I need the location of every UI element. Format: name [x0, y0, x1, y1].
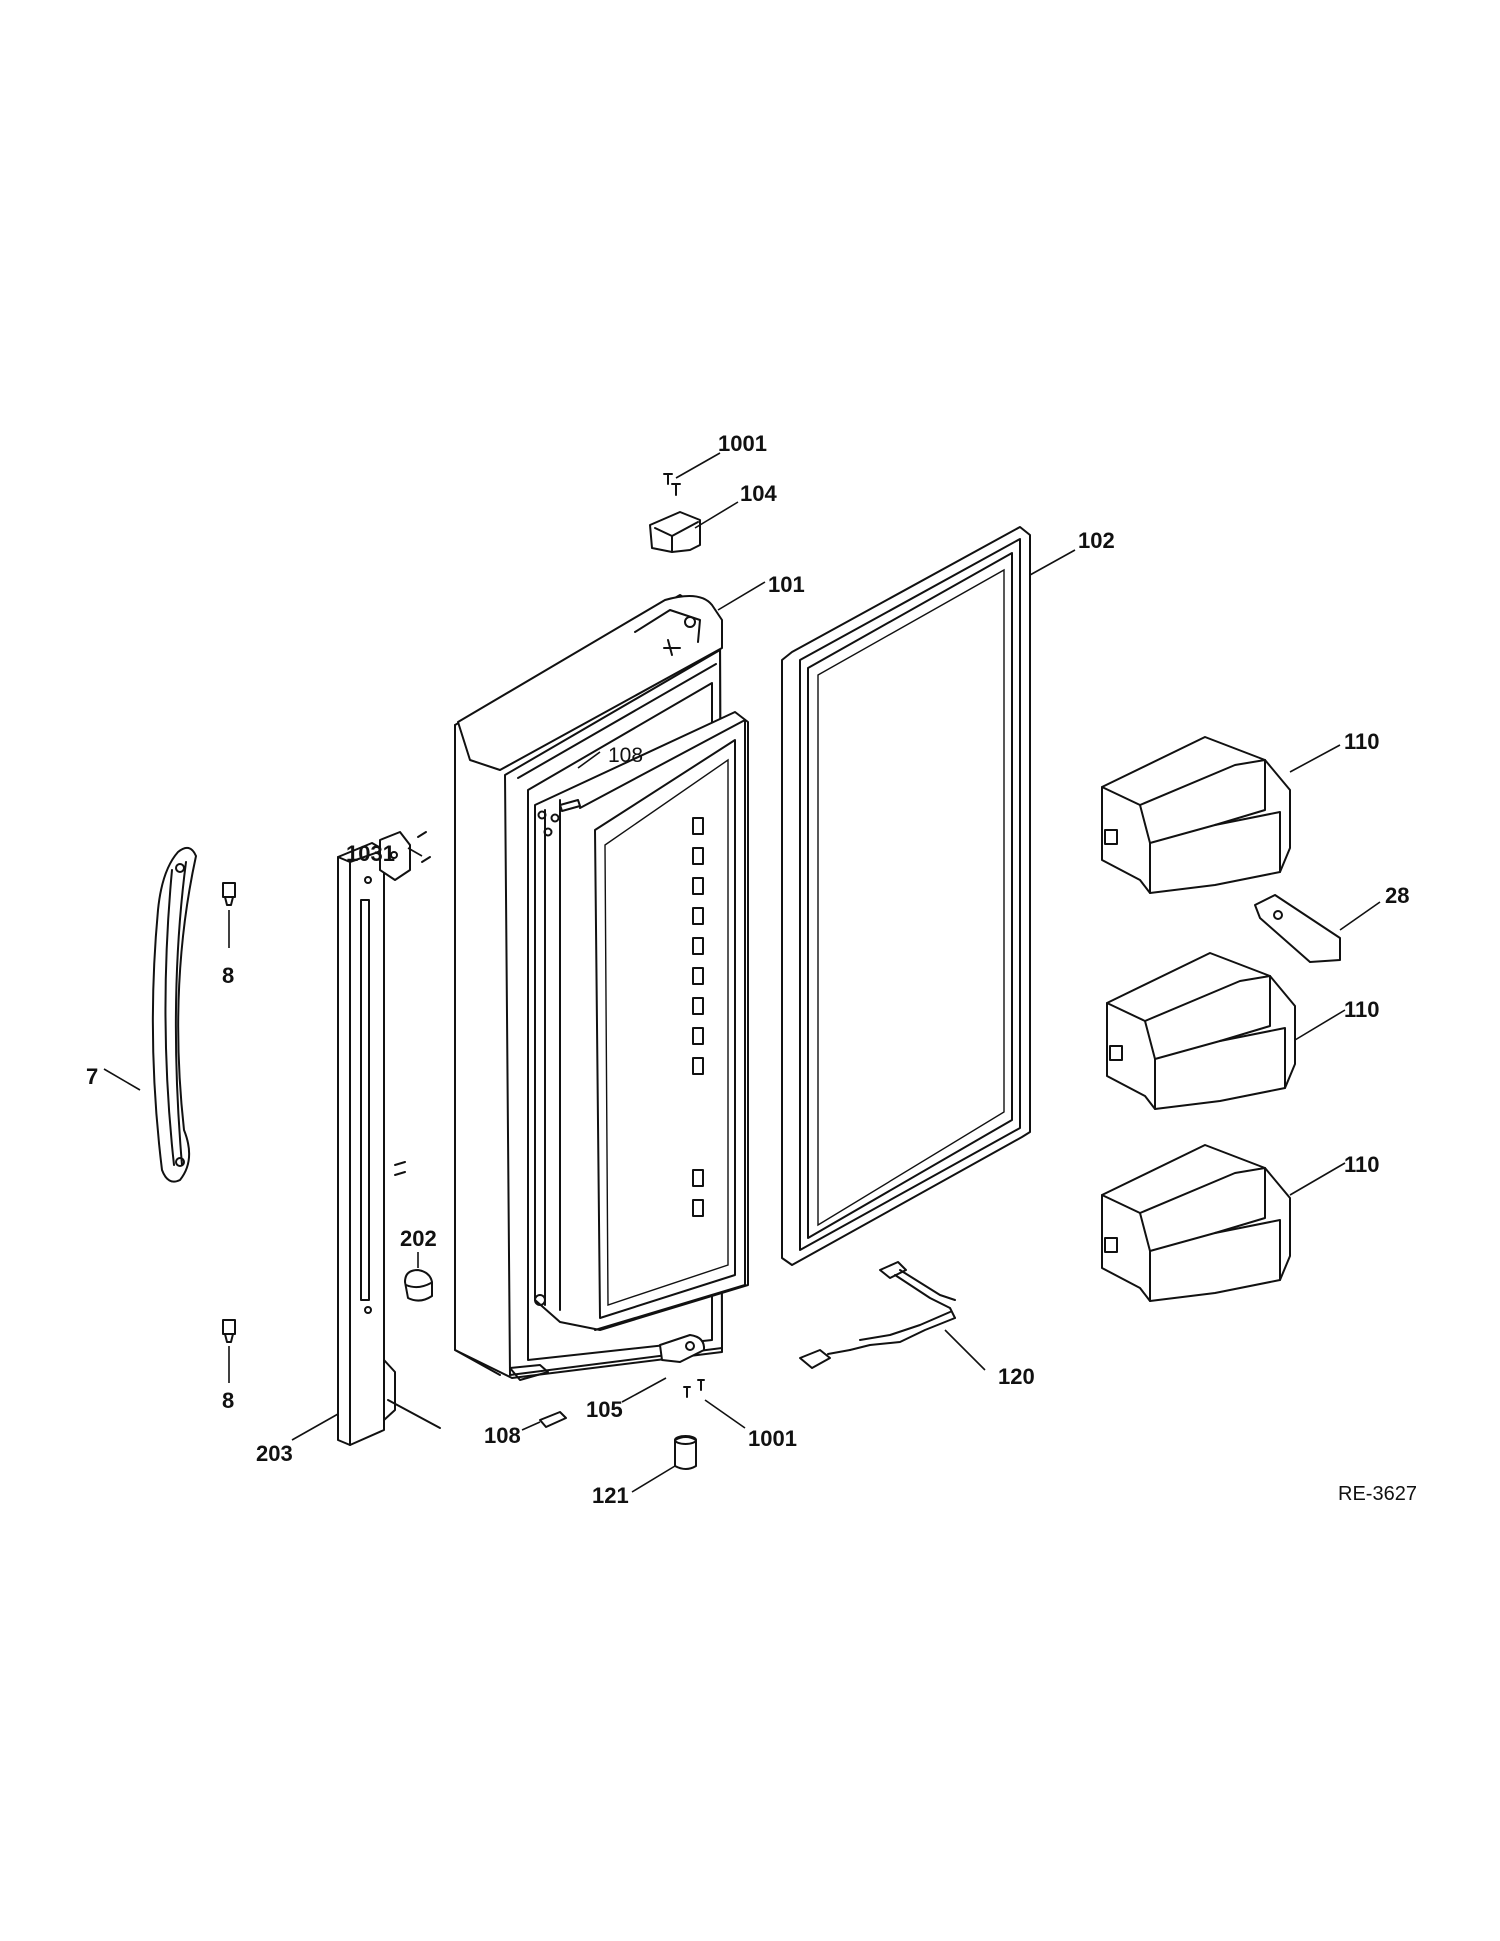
door-bin-bottom-part [1101, 1144, 1291, 1302]
wire-harness-part [799, 1261, 956, 1369]
callout-110-middle: 110 [1344, 997, 1380, 1022]
reference-code: RE-3627 [1338, 1483, 1417, 1505]
leader-lines [103, 452, 1381, 1493]
handle-mount-top-part [222, 882, 236, 906]
handle-trim-part [337, 831, 441, 1446]
callout-1001-bottom: 1001 [748, 1426, 797, 1451]
door-bin-top-part [1101, 736, 1291, 894]
door-bin-middle-part [1106, 952, 1296, 1110]
callout-102: 102 [1078, 528, 1115, 553]
callout-8-bottom: 8 [222, 1388, 234, 1413]
callout-121: 121 [592, 1483, 629, 1508]
pin-top-part [559, 799, 581, 812]
door-assembly-part [454, 594, 749, 1381]
screw-handle-trim-part [417, 831, 431, 863]
bin-slot-row [692, 817, 704, 1217]
callout-7: 7 [86, 1064, 98, 1089]
callout-105: 105 [586, 1397, 623, 1422]
hinge-plate-part [659, 1334, 706, 1363]
callout-110-bottom: 110 [1344, 1152, 1380, 1177]
screws-top-part [663, 473, 681, 496]
callout-labels: 1001 104 101 102 108 1031 8 7 8 110 28 1… [86, 431, 1417, 1508]
bushing-part [674, 1435, 697, 1470]
callout-108-bottom: 108 [484, 1423, 521, 1448]
callout-1031: 1031 [346, 841, 395, 866]
callout-104: 104 [740, 481, 777, 506]
callout-202: 202 [400, 1226, 437, 1251]
handle-mount-bottom-part [222, 1319, 236, 1343]
callout-110-top: 110 [1344, 729, 1380, 754]
bin-clip-part [1254, 894, 1341, 963]
gasket-part [781, 526, 1031, 1266]
trim-cap-part [404, 1269, 433, 1302]
callout-120: 120 [998, 1364, 1035, 1389]
screws-bottom-part [683, 1379, 705, 1398]
callout-108-top: 108 [608, 744, 643, 767]
callout-1001-top: 1001 [718, 431, 767, 456]
callout-8-top: 8 [222, 963, 234, 988]
callout-203: 203 [256, 1441, 293, 1466]
pin-bottom-part [539, 1411, 567, 1428]
handle-part [151, 846, 197, 1183]
hinge-cover-part [649, 511, 701, 553]
callout-28: 28 [1385, 883, 1409, 908]
callout-101: 101 [768, 572, 805, 597]
